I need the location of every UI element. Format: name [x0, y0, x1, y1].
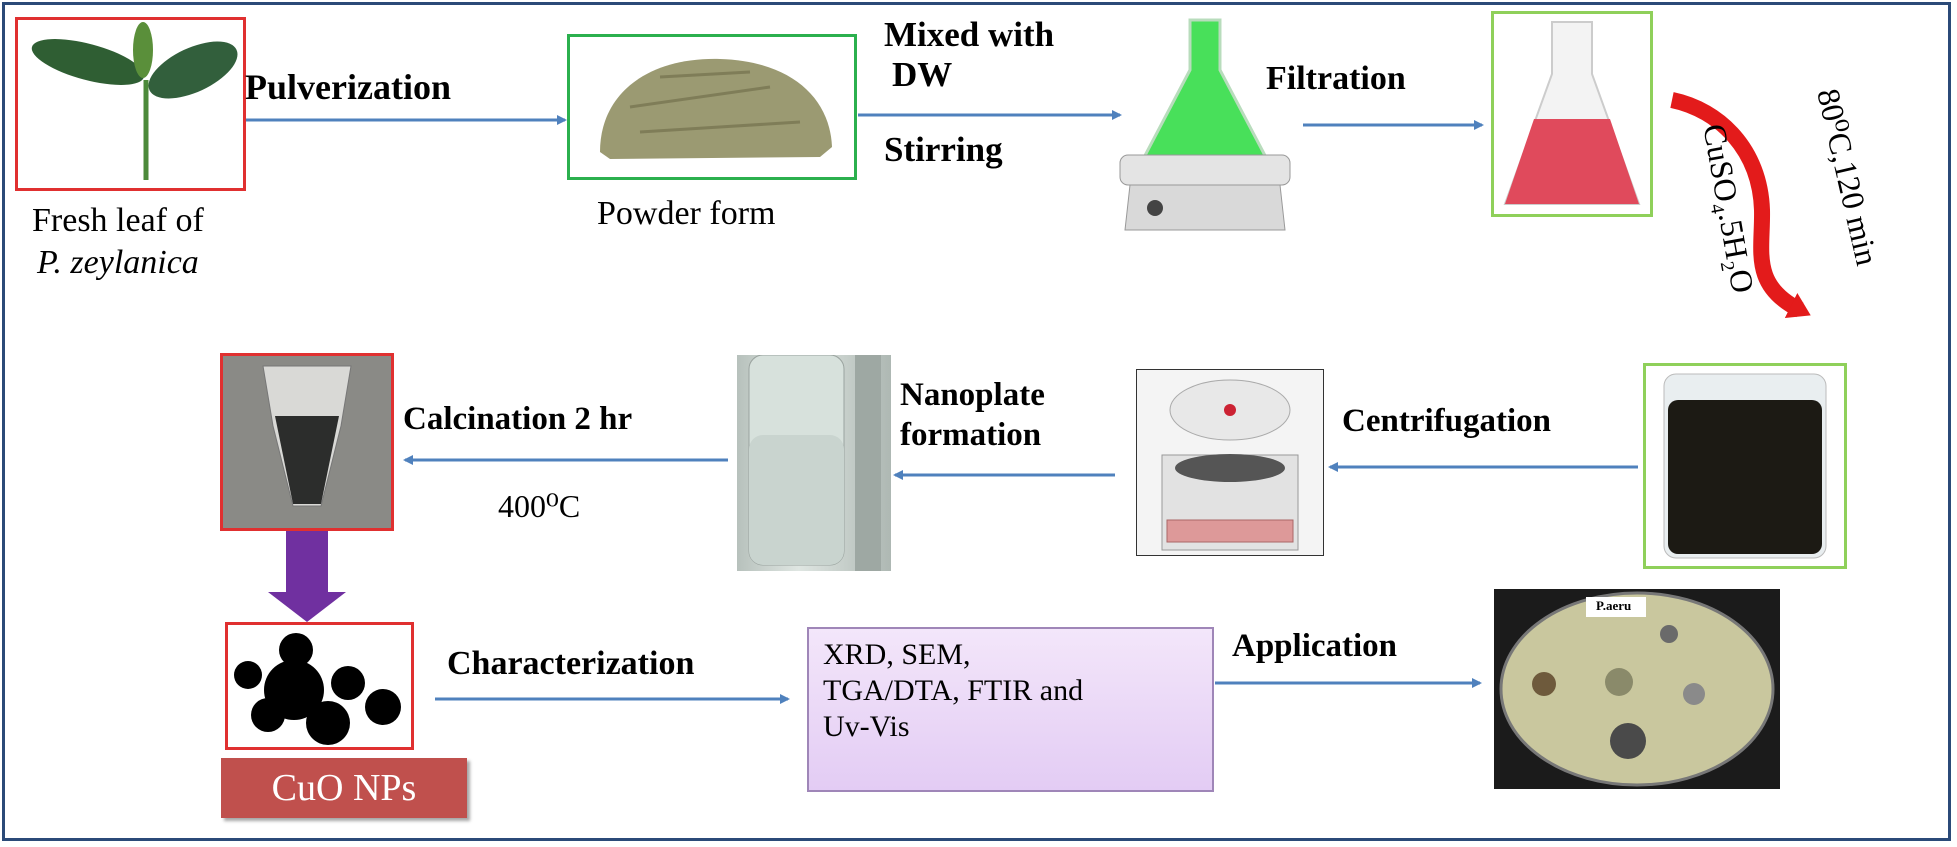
- calcination-label: Calcination 2 hr: [403, 401, 633, 437]
- leaf-caption-line2: P. zeylanica: [37, 244, 199, 281]
- centrifugation-label: Centrifugation: [1342, 403, 1551, 439]
- calcined-vial-photo: [220, 353, 394, 531]
- nanoplate-label: Nanoplate formation: [900, 375, 1045, 455]
- technique-line: XRD, SEM,: [823, 638, 971, 671]
- technique-line: TGA/DTA, FTIR and: [823, 674, 1084, 707]
- cuo-nps-label: CuO NPs: [221, 758, 467, 818]
- red-filtrate-photo: [1491, 11, 1653, 217]
- nanoplate-line1: Nanoplate: [900, 377, 1045, 413]
- leaf-icon: [31, 22, 238, 180]
- technique-line: Uv-Vis: [823, 710, 910, 743]
- flask-on-stirrer-icon: [1119, 18, 1291, 231]
- techniques-box: XRD, SEM, TGA/DTA, FTIR and Uv-Vis: [807, 627, 1214, 792]
- mixed-line1: Mixed with: [884, 15, 1055, 54]
- leaf-caption: Fresh leaf of P. zeylanica: [32, 200, 204, 284]
- mixed-line2: DW: [892, 55, 953, 94]
- nanoparticle-icon: [234, 633, 401, 745]
- beaker-icon: [1663, 373, 1827, 559]
- green-flask-photo: [1110, 10, 1300, 240]
- centrifuge-icon: [1161, 379, 1299, 551]
- vial-icon: [262, 365, 352, 507]
- test-tube-icon: [748, 355, 881, 571]
- curved-arrow: [1670, 92, 1811, 319]
- powder-caption: Powder form: [597, 195, 776, 232]
- pulverization-label: Pulverization: [245, 67, 451, 107]
- plate-label: P.aeru: [1596, 598, 1632, 613]
- petri-dish-icon: [1499, 591, 1775, 787]
- petri-dish-photo: P.aeru: [1494, 589, 1780, 789]
- leaf-caption-line1: Fresh leaf of: [32, 202, 204, 239]
- purple-down-arrow: [268, 528, 346, 622]
- black-solution-photo: [1643, 363, 1847, 569]
- characterization-label: Characterization: [447, 645, 695, 682]
- application-label: Application: [1232, 628, 1398, 664]
- leaf-photo: [15, 17, 246, 191]
- temperature-label: 400⁰C: [498, 488, 581, 524]
- nanoplate-tube-photo: [737, 355, 891, 571]
- nanoplate-line2: formation: [900, 417, 1042, 453]
- powder-icon: [600, 58, 832, 159]
- stirring-label: Stirring: [884, 130, 1003, 169]
- mixed-label: Mixed with DW: [884, 15, 1054, 95]
- powder-photo: [567, 34, 857, 180]
- filtration-label: Filtration: [1266, 60, 1406, 97]
- red-flask-icon: [1503, 21, 1641, 205]
- centrifuge-photo: [1136, 369, 1324, 556]
- cuo-nanoparticles: [225, 622, 414, 750]
